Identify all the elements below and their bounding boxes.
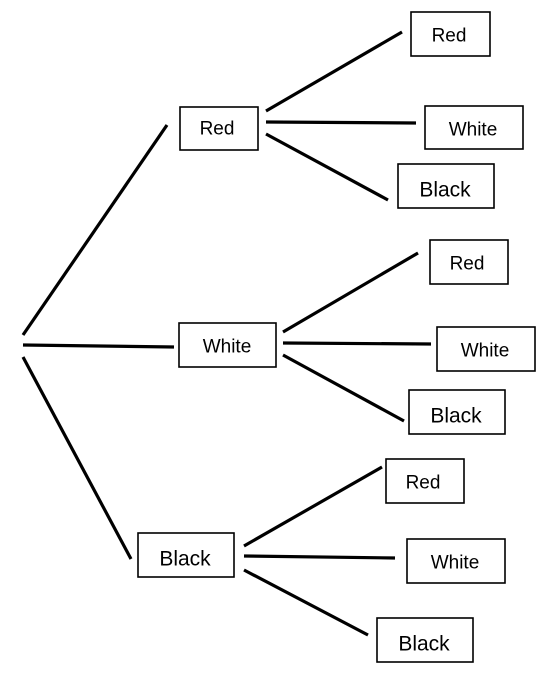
node-label: White [203,337,252,358]
node-box [376,617,474,663]
node-label: White [461,341,510,362]
node-black-white: White [406,538,506,584]
node-label: Red [200,119,235,140]
node-box [179,106,259,151]
node-black-red: Red [385,458,465,504]
node-red-black: Black [397,163,495,209]
node-red: Red [179,106,259,151]
node-white: White [178,322,277,368]
node-box [410,11,491,57]
node-label: Black [398,633,450,656]
branch-red: Red Red White Black [179,11,524,209]
node-box [178,322,277,368]
node-label: White [431,553,480,574]
edge-black-to-red [243,465,383,548]
node-label: Black [159,548,211,571]
node-red-red: Red [410,11,491,57]
node-label: Black [430,405,482,428]
edge-white-to-black [282,353,405,423]
node-box [397,163,495,209]
edge-root-to-black [21,356,133,560]
node-black: Black [137,532,235,578]
node-white-red: Red [429,239,509,285]
edge-black-to-white [243,554,396,560]
node-label: Red [450,254,485,275]
edge-root-to-white [22,343,175,349]
node-label: Red [432,26,467,47]
node-white-white: White [436,326,536,372]
edge-red-to-black [265,132,389,202]
node-red-white: White [424,105,524,150]
node-label: Black [419,179,471,202]
node-black-black: Black [376,617,474,663]
node-box [408,389,506,435]
branch-white: White Red White Black [178,239,536,435]
node-box [424,105,524,150]
edge-white-to-white [282,341,432,346]
node-label: White [449,120,498,141]
node-label: Red [406,473,441,494]
node-box [429,239,509,285]
edge-red-to-red [265,30,403,113]
root-edges [21,124,175,560]
node-box [137,532,235,578]
node-box [406,538,506,584]
node-white-black: Black [408,389,506,435]
edge-red-to-white [265,120,417,125]
node-box [385,458,465,504]
node-box [436,326,536,372]
branch-black: Black Red White Black [137,458,506,663]
edge-black-to-black [243,568,369,637]
edge-white-to-red [282,251,419,334]
edge-root-to-red [21,124,169,336]
